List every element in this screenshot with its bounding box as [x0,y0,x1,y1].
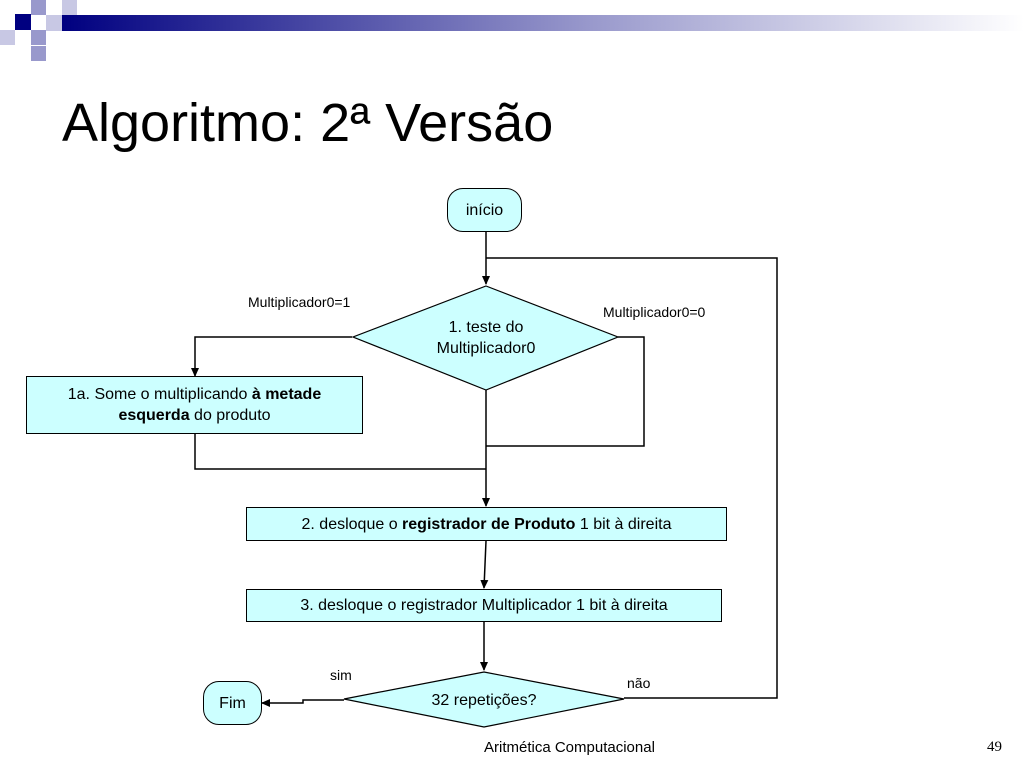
deco-square [15,14,31,30]
header-decoration [0,0,1024,61]
edge-step1a-to-join [194,434,486,470]
edge-step2-to-step3 [480,540,489,589]
test-line-2: Multiplicador0 [436,340,536,357]
deco-square [31,46,46,61]
edge-check-to-end [261,699,344,707]
step-2-text: 2. desloque o registrador de Produto 1 b… [302,514,672,535]
edge-test-right-bypass [486,336,645,447]
label-multiplicador0-1: Multiplicador0=1 [248,294,351,310]
header-gradient-bar [62,15,1024,31]
step-2-box: 2. desloque o registrador de Produto 1 b… [246,507,727,541]
check-decision-shape [343,671,625,728]
slide-title: Algoritmo: 2ª Versão [62,93,554,153]
end-node-label: Fim [219,694,246,712]
step-1a-box: 1a. Some o multiplicando à metade esquer… [26,376,363,434]
test-decision-shape [351,285,620,391]
check-text: 32 repetições? [431,691,537,709]
step-3-box: 3. desloque o registrador Multiplicador … [246,589,722,622]
step-2-text-pre: 2. desloque o [301,515,403,533]
start-node: início [447,188,522,232]
edge-loop-back [486,257,778,699]
deco-square [46,15,62,31]
step-3-text: 3. desloque o registrador Multiplicador … [300,597,668,614]
deco-square [31,0,46,15]
deco-square [31,30,46,45]
label-multiplicador0-0: Multiplicador0=0 [603,304,706,320]
start-node-label: início [465,201,504,219]
check-decision-label: 32 repetições? [384,688,584,712]
step-1a-text-post: do produto [189,407,271,424]
label-nao: não [627,675,651,691]
step-2-text-bold: registrador de Produto [402,515,576,533]
footer-text: Aritmética Computacional [484,739,655,756]
edge-test-to-step1a [191,336,352,377]
step-1a-text-pre: 1a. Some o multiplicando [67,386,252,403]
deco-square [0,30,15,45]
end-node: Fim [203,681,262,725]
step-1a-text: 1a. Some o multiplicando à metade esquer… [31,384,358,426]
step-2-text-post: 1 bit à direita [575,515,672,533]
test-decision-label: 1. teste do Multiplicador0 [386,312,586,364]
test-line-1: 1. teste do [448,319,524,336]
step-1a-text-bold: à metade esquerda [118,386,322,424]
page-number: 49 [987,739,1002,755]
deco-square [62,0,77,15]
label-sim: sim [330,667,352,683]
